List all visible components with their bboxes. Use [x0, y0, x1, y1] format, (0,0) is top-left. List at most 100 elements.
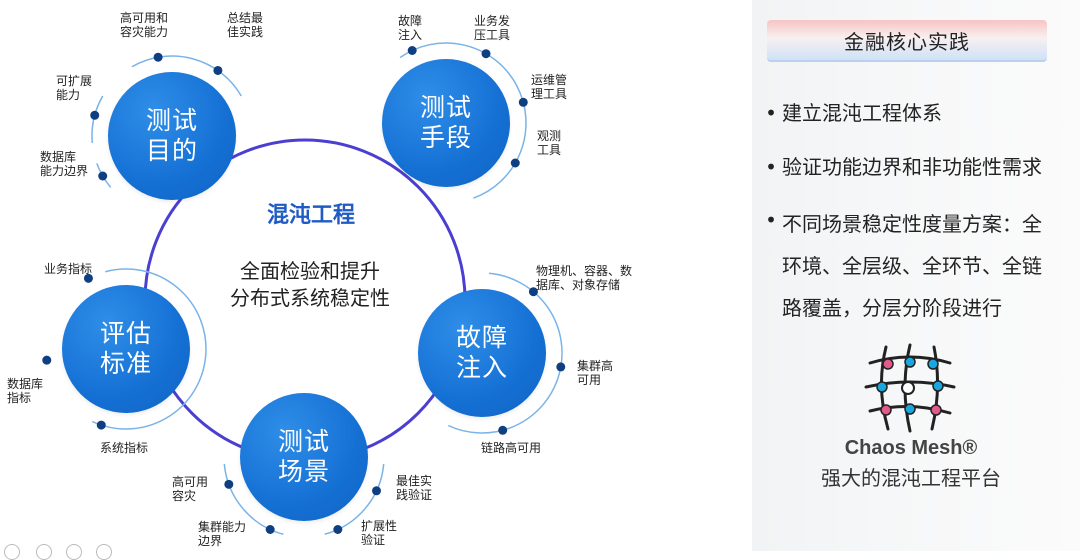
circle-means-line1: 测试	[419, 93, 472, 122]
orbit-arc-evaluation-left	[91, 268, 207, 430]
chaos-mesh-logo	[864, 343, 956, 433]
bullet-dot: •	[765, 208, 777, 232]
label-line: 可用	[577, 373, 602, 387]
bullet-text: 不同场景稳定性度量方案：全	[782, 212, 1042, 236]
circle-means-line2: 手段	[419, 123, 472, 152]
label-line: 故障	[398, 14, 423, 28]
bullet-dot: •	[765, 101, 777, 125]
orbit-node	[481, 49, 491, 59]
label-ha-dr: 高可用和 容灾能力	[120, 11, 168, 39]
label-db-metric: 数据库 指标	[7, 377, 43, 405]
practice-panel	[752, 0, 1080, 551]
label-line: 佳实践	[227, 25, 264, 39]
center-desc-line1: 全面检验和提升	[240, 259, 380, 283]
label-line: 指标	[7, 391, 32, 405]
label-line: 验证	[361, 533, 386, 547]
label-scalability: 可扩展 能力	[56, 74, 92, 102]
footer-circle-icon[interactable]	[96, 544, 112, 560]
label-line: 注入	[398, 28, 423, 42]
footer-circle-icon[interactable]	[4, 544, 20, 560]
circle-evaluation: 评估 标准	[62, 285, 190, 413]
label-observe-tool: 观测 工具	[537, 129, 561, 157]
label-line: 据库、对象存储	[536, 278, 621, 292]
label-line: 容灾	[172, 489, 197, 503]
orbit-node	[556, 362, 566, 372]
label-line: 工具	[537, 143, 562, 157]
label-physical-targets: 物理机、容器、数 据库、对象存储	[536, 264, 632, 292]
orbit-node	[528, 287, 538, 297]
center-desc-line2: 分布式系统稳定性	[230, 286, 390, 310]
circle-evaluation-line2: 标准	[99, 349, 152, 378]
bullet-text: 验证功能边界和非功能性需求	[782, 155, 1042, 179]
footer-circle-icon[interactable]	[66, 544, 82, 560]
label-line: 边界	[198, 534, 223, 548]
orbit-node	[407, 45, 417, 55]
circle-fault-line1: 故障	[455, 323, 508, 352]
label-line: 集群高	[577, 359, 614, 373]
orbit-arc-purpose-top	[131, 55, 242, 97]
orbit-node	[265, 525, 275, 535]
label-line: 业务发	[474, 14, 511, 28]
orbit-node	[213, 65, 223, 75]
label-line: 数据库	[7, 377, 44, 391]
orbit-node	[42, 355, 52, 365]
label-line: 容灾能力	[120, 25, 169, 39]
label-line: 物理机、容器、数	[536, 264, 633, 278]
orbit-node	[83, 273, 93, 283]
label-line: 运维管	[531, 73, 568, 87]
label-line: 数据库	[40, 150, 77, 164]
label-line: 理工具	[531, 87, 568, 101]
label-line: 能力边界	[40, 164, 89, 178]
product-subtitle: 强大的混沌工程平台	[821, 466, 1001, 490]
circle-purpose-line1: 测试	[145, 106, 198, 135]
label-scenario-scalability: 扩展性 验证	[361, 519, 397, 547]
label-line: 高可用和	[120, 11, 169, 25]
center-title: 混沌工程	[266, 203, 355, 228]
circle-evaluation-line1: 评估	[99, 319, 152, 348]
orbit-node	[90, 110, 100, 120]
orbit-arc-means	[399, 42, 527, 199]
circle-fault-line2: 注入	[455, 353, 508, 382]
practice-title: 金融核心实践	[767, 20, 1047, 62]
orbit-node	[498, 425, 508, 435]
bullet-dot: •	[765, 155, 777, 179]
center-description: 全面检验和提升 分布式系统稳定性	[205, 258, 415, 312]
orbit-node	[96, 420, 106, 430]
label-line: 能力	[56, 88, 81, 102]
circle-scenario-line2: 场景	[277, 457, 330, 486]
label-business-metric: 业务指标	[44, 262, 92, 276]
circle-fault-injection: 故障 注入	[418, 289, 546, 417]
orbit-node	[333, 525, 343, 535]
bullet-text: 建立混沌工程体系	[782, 101, 942, 125]
label-ops-tool: 运维管 理工具	[531, 73, 567, 101]
label-cluster-ha: 集群高 可用	[577, 359, 613, 387]
label-scenario-best-practice: 最佳实 践验证	[396, 474, 432, 502]
orbit-node	[518, 97, 528, 107]
product-name: Chaos Mesh®	[844, 437, 978, 459]
label-line: 高可用	[172, 475, 209, 489]
circle-purpose-line2: 目的	[145, 136, 198, 165]
footer-circle-icon[interactable]	[36, 544, 52, 560]
orbit-node	[510, 158, 520, 168]
label-line: 链路高可用	[481, 441, 542, 455]
label-line: 压工具	[474, 28, 511, 42]
label-fault-inject-tool: 故障 注入	[398, 14, 422, 42]
label-best-practice-summary: 总结最 佳实践	[227, 11, 263, 39]
label-line: 扩展性	[361, 519, 398, 533]
label-db-capability: 数据库 能力边界	[40, 150, 88, 178]
orbit-node	[372, 486, 382, 496]
bullet-text: 环境、全层级、全环节、全链	[782, 254, 1042, 278]
circle-purpose: 测试 目的	[108, 72, 236, 200]
label-line: 总结最	[227, 11, 264, 25]
label-system-metric: 系统指标	[100, 441, 148, 455]
label-scenario-cluster: 集群能力 边界	[198, 520, 246, 548]
circle-scenario: 测试 场景	[240, 393, 368, 521]
orbit-node	[153, 52, 163, 62]
label-line: 可扩展	[56, 74, 93, 88]
label-line: 集群能力	[198, 520, 247, 534]
label-line: 业务指标	[44, 262, 93, 276]
label-line: 观测	[537, 129, 562, 143]
orbit-arc-fault	[447, 272, 563, 434]
bullet-text: 路覆盖，分层分阶段进行	[782, 296, 1002, 320]
orbit-node	[98, 171, 108, 181]
